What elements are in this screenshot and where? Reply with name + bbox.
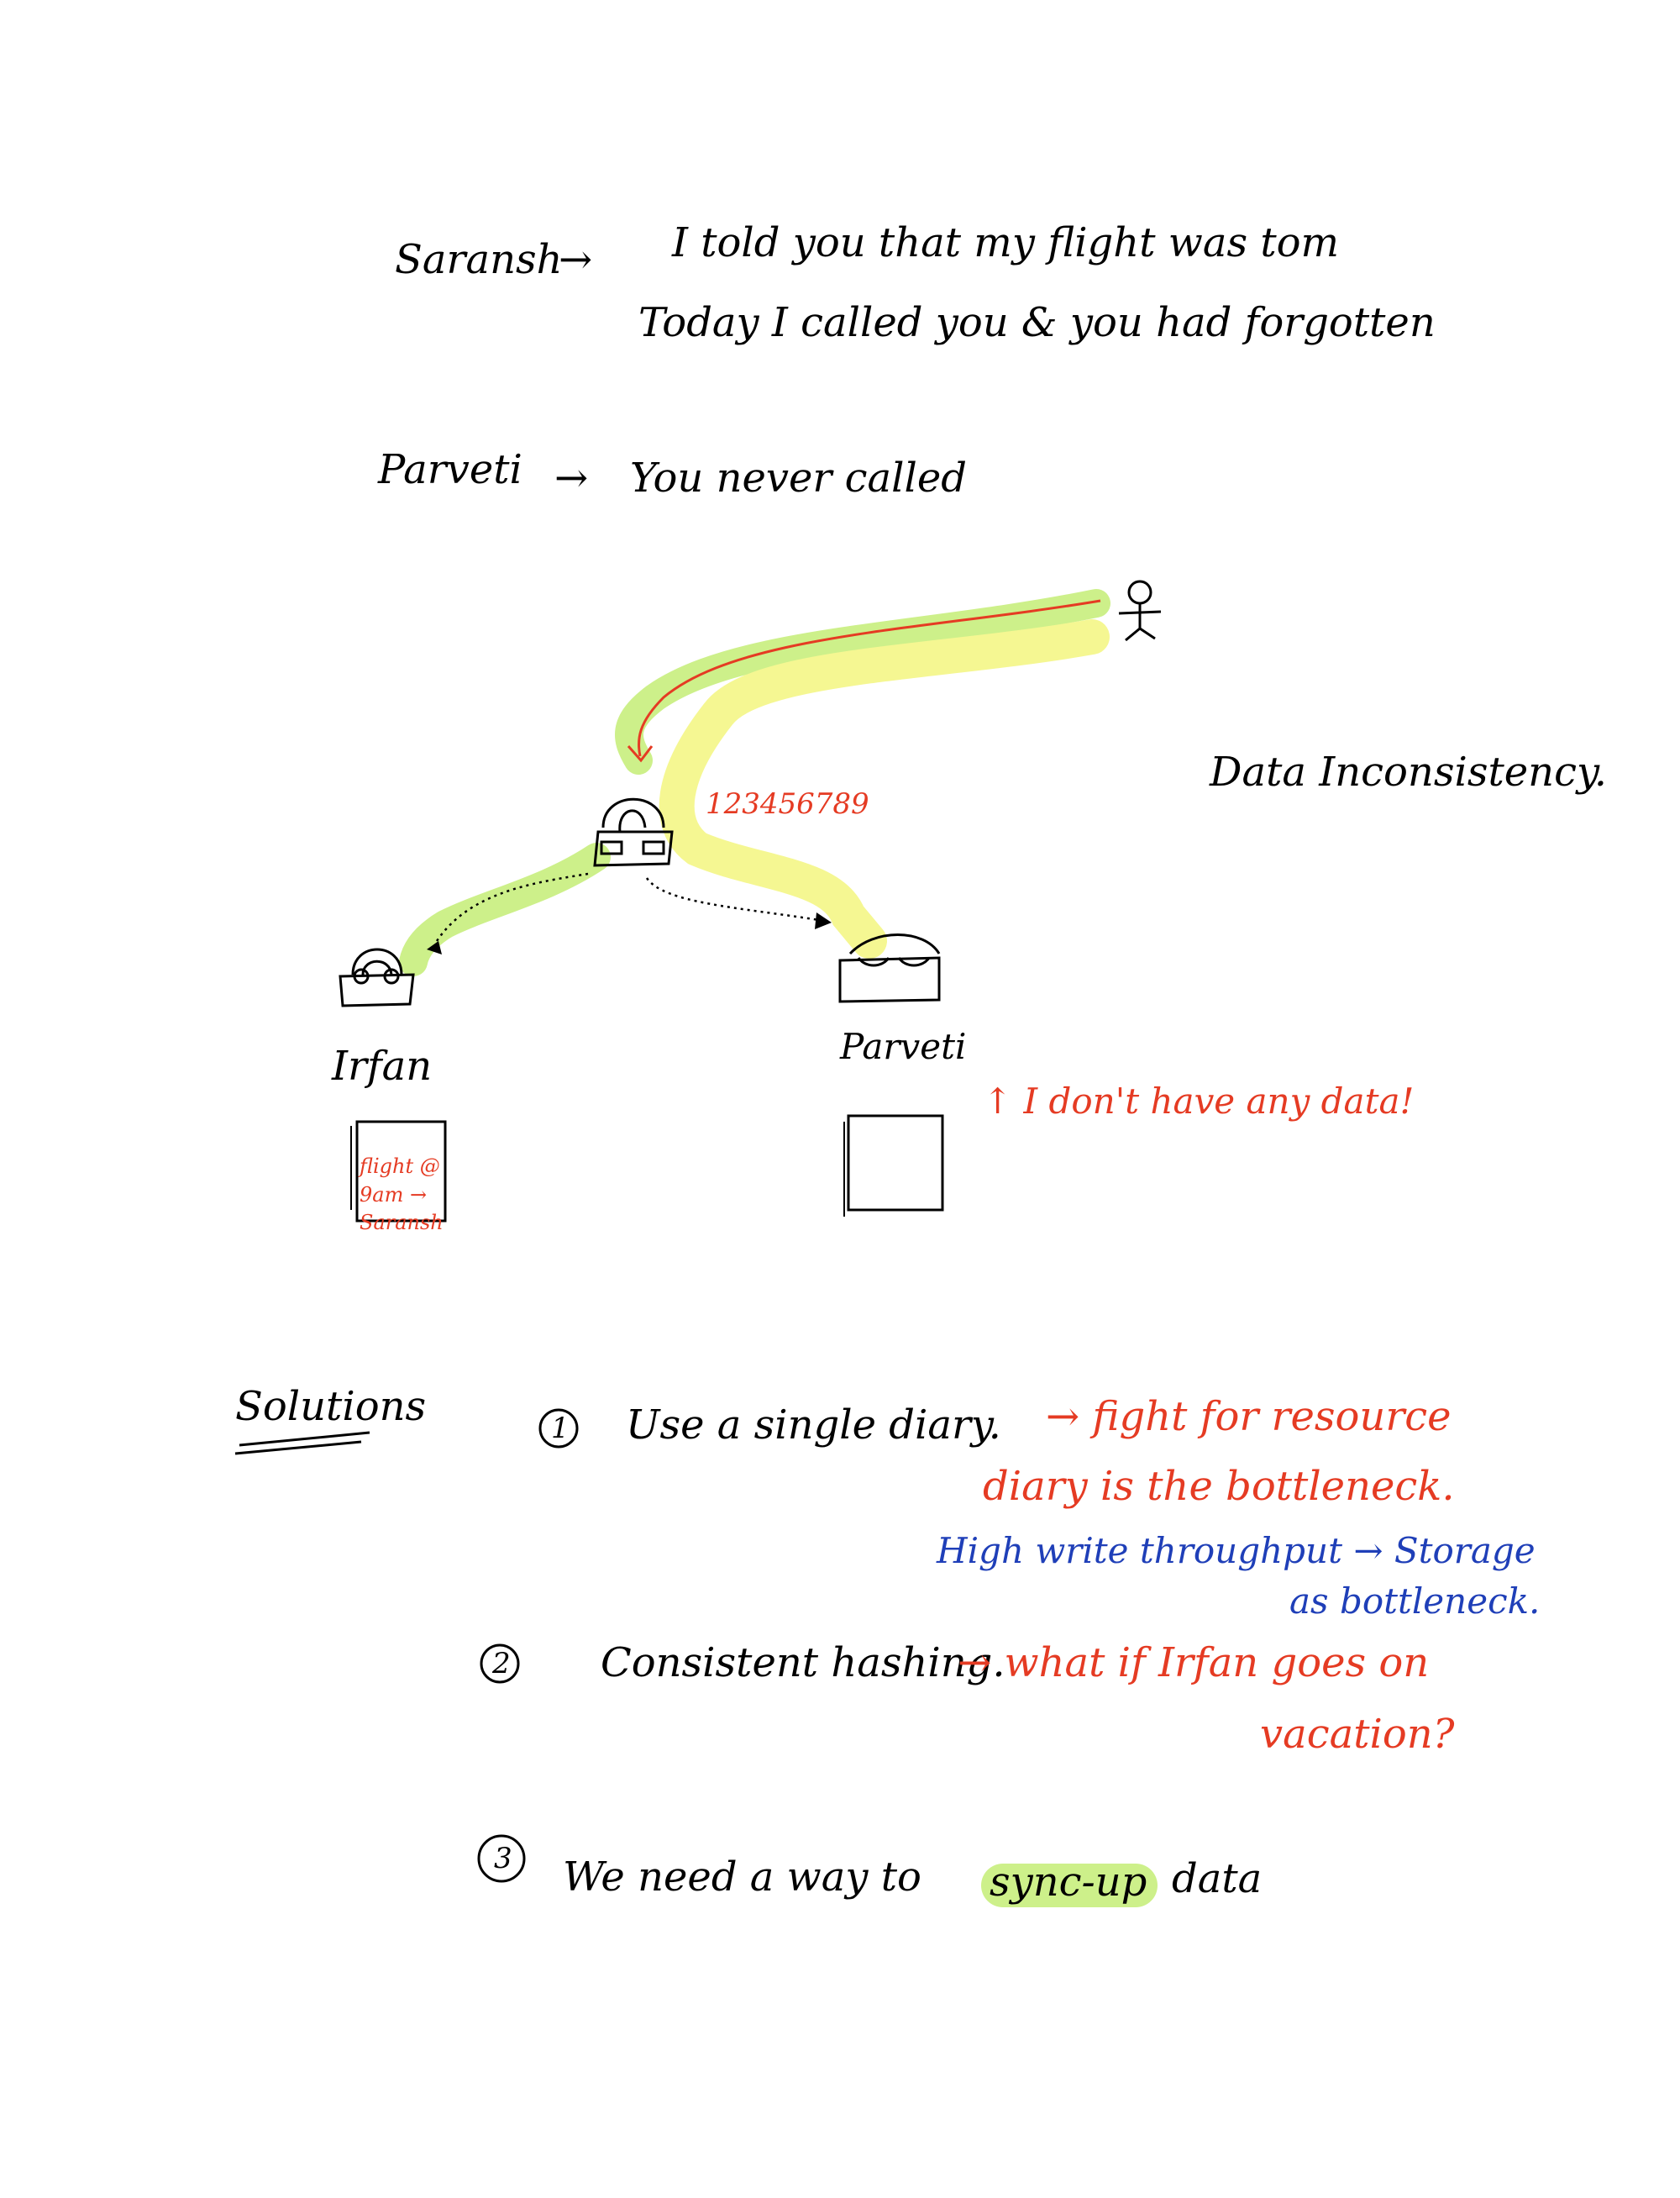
solution-2-note: → what if Irfan goes on <box>958 1639 1430 1686</box>
dotted-arrow-right-head <box>815 912 832 929</box>
dialogue-line-1: I told you that my flight was tom <box>672 219 1340 266</box>
speaker-saransh: Saransh <box>395 236 563 283</box>
green-highlight-stroke-top <box>615 589 1110 775</box>
solution-2-text: Consistent hashing. <box>601 1639 1005 1686</box>
green-highlight-stroke-left <box>399 843 611 976</box>
solution-3-highlight: sync-up <box>990 1859 1147 1906</box>
diagram-title: Data Inconsistency. <box>1210 749 1607 796</box>
telephone-icon-center <box>593 797 674 867</box>
dialogue-line-2: Today I called you & you had forgotten <box>638 299 1436 346</box>
dotted-arrow-left-head <box>427 941 442 954</box>
solution-2-circle <box>480 1643 520 1684</box>
solutions-heading: Solutions <box>235 1383 427 1430</box>
yellow-highlight-stroke <box>659 619 1110 959</box>
parveti-diary <box>847 1114 944 1212</box>
solution-3-tail: data <box>1172 1855 1263 1902</box>
solution-1-note-4: as bottleneck. <box>1289 1580 1541 1622</box>
label-irfan: Irfan <box>332 1043 433 1090</box>
irfan-diary-entry: flight @ 9am → Saransh <box>360 1154 444 1235</box>
top-numbers: 123456789 <box>706 787 869 821</box>
telephone-icon-irfan <box>339 948 415 1007</box>
solution-2-note-2: vacation? <box>1260 1711 1455 1758</box>
parveti-note: ↑ I don't have any data! <box>983 1081 1415 1122</box>
dialogue-line-3: You never called <box>630 455 967 502</box>
arrow-2: → <box>554 455 589 502</box>
solution-1-note: → fight for resource <box>1046 1393 1452 1440</box>
call-arrow <box>637 599 1101 757</box>
telephone-icon-parveti <box>838 933 941 1003</box>
solution-3-number: 3 <box>494 1842 512 1875</box>
person-icon <box>1118 580 1162 642</box>
dotted-arrow-right <box>645 877 820 922</box>
solution-1-note-2: diary is the bottleneck. <box>983 1463 1455 1510</box>
solution-2-number: 2 <box>492 1647 511 1680</box>
dotted-arrow-left <box>435 872 589 942</box>
arrow-1: → <box>559 236 593 283</box>
solution-3-circle <box>477 1834 526 1883</box>
solution-1-text: Use a single diary. <box>626 1401 1001 1449</box>
solutions-underline <box>234 1431 370 1455</box>
solution-3-text: We need a way to <box>563 1854 921 1901</box>
solution-1-circle <box>538 1408 579 1449</box>
label-parveti: Parveti <box>840 1026 967 1067</box>
irfan-diary <box>355 1120 447 1223</box>
solution-1-number: 1 <box>551 1412 570 1445</box>
sync-up-highlight <box>981 1864 1158 1907</box>
speaker-parveti: Parveti <box>378 446 522 493</box>
call-arrow-head <box>627 745 654 763</box>
solution-1-note-3: High write throughput → Storage <box>937 1530 1536 1571</box>
